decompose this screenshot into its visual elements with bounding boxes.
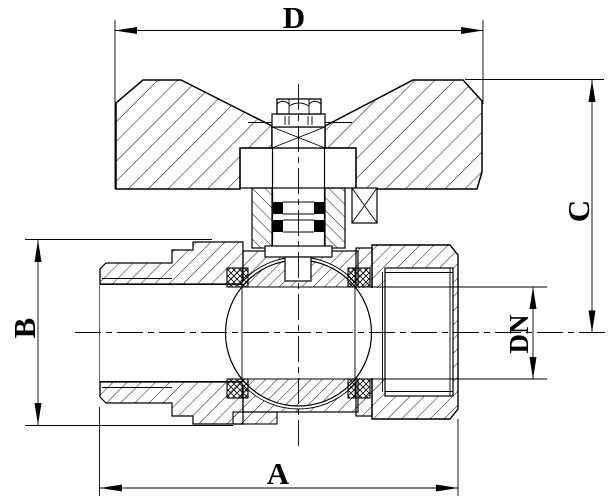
dim-label-d: D [283,0,305,35]
seat-bottom-right [347,378,371,399]
dim-A: A [99,407,459,496]
seat-top-left [226,267,249,288]
male-thread-top [99,241,244,285]
bottom-boss [232,411,278,425]
stem-hex-nut [276,98,322,115]
dim-label-c: C [561,200,596,222]
handle-right-wing [324,79,483,190]
seat-bottom-left [226,378,249,399]
stem-tang [284,256,312,282]
dim-D: D [114,0,484,189]
stem-square-section [351,187,378,224]
handle [115,79,483,190]
bonnet-right [324,187,346,249]
handle-hub [239,147,357,189]
bonnet-left [251,187,273,249]
dim-C: C [465,79,604,333]
seat-top-right [347,267,371,288]
ball [224,259,373,407]
dim-label-dn: DN [504,314,534,353]
bonnet [251,187,378,249]
dim-label-a: A [267,456,290,491]
seat-rings [226,267,371,399]
dim-label-b: B [7,318,42,339]
dim-DN: DN [241,286,547,380]
dimensions: D C B A [7,0,604,496]
female-thread-bore [384,267,454,397]
male-thread-bottom [99,381,244,425]
dim-B: B [7,239,233,426]
centerlines [75,84,609,446]
